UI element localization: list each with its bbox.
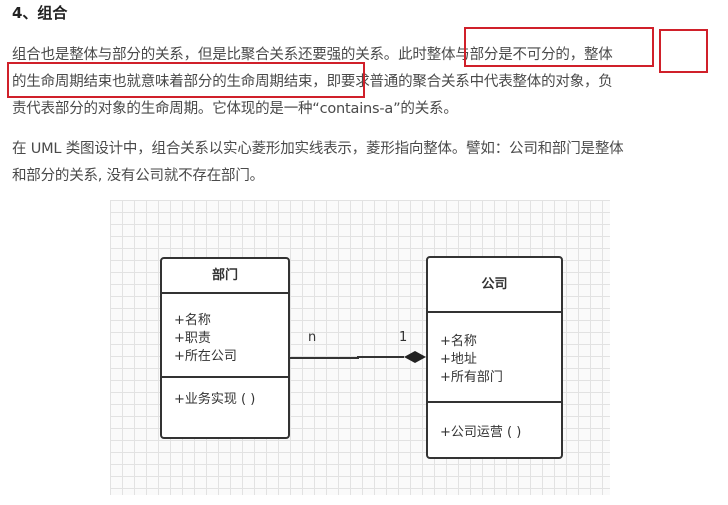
paragraph-line: 在 UML 类图设计中，组合关系以实心菱形加实线表示，菱形指向整体。譬如：公司和… [12,141,624,157]
paragraph-line: 组合也是整体与部分的关系，但是比聚合关系还要强的关系。此时整体与部分是不可分的，… [12,47,613,63]
attribute: +名称 [174,313,211,328]
class-department: 部门 +名称 +职责 +所在公司 +业务实现 ( ) [160,257,290,439]
attribute: +所在公司 [174,349,237,364]
uml-class-diagram: 部门 +名称 +职责 +所在公司 +业务实现 ( ) 公司 +名称 +地址 +所… [110,200,610,495]
section-heading: 4、组合 [12,4,68,22]
class-title: 公司 [428,258,561,313]
paragraph-line: 的生命周期结束也就意味着部分的生命周期结束，即要求普通的聚合关系中代表整体的对象… [12,74,613,90]
multiplicity-part: n [308,330,317,345]
class-method: +公司运营 ( ) [440,425,522,440]
attribute: +地址 [440,352,477,367]
class-title: 部门 [162,259,288,294]
class-attributes: +名称 +地址 +所有部门 [428,313,561,403]
composition-connector [289,351,426,363]
class-company: 公司 +名称 +地址 +所有部门 +公司运营 ( ) [426,256,563,459]
paragraph-line: 和部分的关系, 没有公司就不存在部门。 [12,168,264,184]
highlight-box [7,62,365,98]
class-method: +业务实现 ( ) [174,392,256,407]
highlight-box [464,27,654,67]
attribute: +所有部门 [440,370,503,385]
filled-diamond-icon [404,351,426,363]
paragraph-line: 责代表部分的对象的生命周期。它体现的是一种“contains-a”的关系。 [12,101,458,117]
attribute: +职责 [174,331,211,346]
highlight-box [659,29,708,73]
multiplicity-whole: 1 [399,330,408,345]
class-attributes: +名称 +职责 +所在公司 [162,294,288,378]
association-line [289,356,404,359]
attribute: +名称 [440,334,477,349]
